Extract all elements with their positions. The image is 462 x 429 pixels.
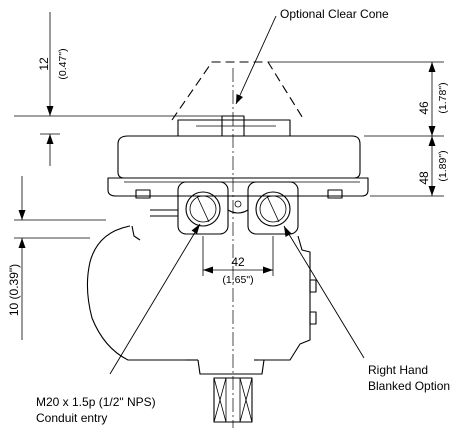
dimension-entry-spacing-in: (1.65") <box>222 274 253 286</box>
label-conduit-size: M20 x 1.5p (1/2" NPS) <box>36 395 156 409</box>
dimension-top-gap-mm: 12 <box>37 57 51 71</box>
optional-clear-cone <box>171 61 305 121</box>
label-optional-clear-cone: Optional Clear Cone <box>280 7 389 21</box>
dimension-entry-spacing-mm: 42 <box>231 255 245 269</box>
dimension-top-gap-in: (0.47") <box>57 48 69 79</box>
label-conduit-entry: Conduit entry <box>36 411 107 425</box>
dimension-cone-height: 46 (1.78") <box>417 62 449 136</box>
top-boss <box>177 115 291 137</box>
leader-right-hand <box>283 225 365 359</box>
dimension-left-offset-text: 10 (0.39") <box>7 264 21 316</box>
left-conduit-entry <box>177 181 229 235</box>
label-right-hand: Right Hand <box>368 363 428 377</box>
centre-boss <box>227 195 249 214</box>
main-housing <box>107 135 369 199</box>
leader-conduit-entry <box>109 223 201 375</box>
actuator-body <box>86 209 317 375</box>
dimension-base-height-in: (1.89") <box>437 150 449 181</box>
dimension-entry-spacing: 42 (1.65") <box>202 236 274 286</box>
leader-optional-cone <box>235 15 277 105</box>
dimension-base-height-mm: 48 <box>417 171 431 185</box>
dimension-left-offset: 10 (0.39") <box>7 176 90 340</box>
right-conduit-entry <box>247 181 299 235</box>
dimension-cone-height-mm: 46 <box>417 101 431 115</box>
dimension-base-height: 48 (1.89") <box>417 136 449 196</box>
label-blanked-option: Blanked Option <box>368 379 450 393</box>
dimension-cone-height-in: (1.78") <box>437 82 449 113</box>
dimension-top-gap: 12 (0.47") <box>37 12 69 166</box>
left-extension-lines <box>14 115 222 221</box>
